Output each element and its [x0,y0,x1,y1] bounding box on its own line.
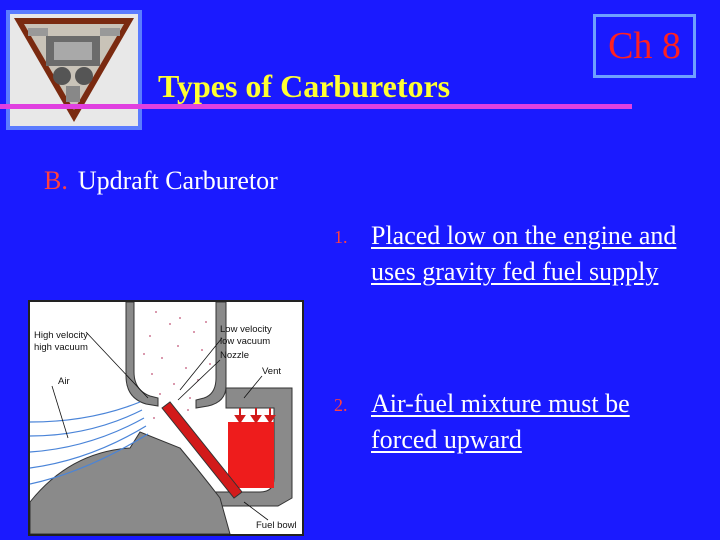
fuel-nozzle-tube [161,401,243,499]
carburetor-body [30,431,231,534]
section-title: Updraft Carburetor [77,166,278,195]
label-nozzle: Nozzle [220,350,249,361]
left-venturi-wall [125,302,159,407]
bullet-text-2: Air-fuel mixture must be forced upward [371,389,630,454]
updraft-carburetor-diagram: High velocity high vacuum Air Low veloci… [28,300,304,536]
title-underline [0,104,632,109]
right-venturi-wall [195,302,227,409]
label-low-velocity: Low velocity [220,324,272,335]
label-fuel-bowl: Fuel bowl [256,520,297,531]
air-fuel-mist [143,311,211,423]
bullet-number-1: 1. [334,227,348,247]
section-letter: B. [44,166,68,195]
section-heading: B. Updraft Carburetor [44,166,278,196]
label-air: Air [58,376,70,387]
chapter-badge: Ch 8 [593,14,696,78]
airflow-lines [30,401,149,485]
bullet-text-1: Placed low on the engine and uses gravit… [371,221,677,286]
label-vent: Vent [262,366,281,377]
bullet-number-2: 2. [334,395,348,415]
label-high-velocity: High velocity [34,330,88,341]
label-leader-lines [51,331,269,521]
label-low-vacuum: low vacuum [220,336,270,347]
label-high-vacuum: high vacuum [34,342,88,353]
atmospheric-pressure-arrows [234,408,276,424]
engine-logo-image [6,10,142,130]
slide-title: Types of Carburetors [158,68,451,104]
fuel-level [228,422,274,488]
